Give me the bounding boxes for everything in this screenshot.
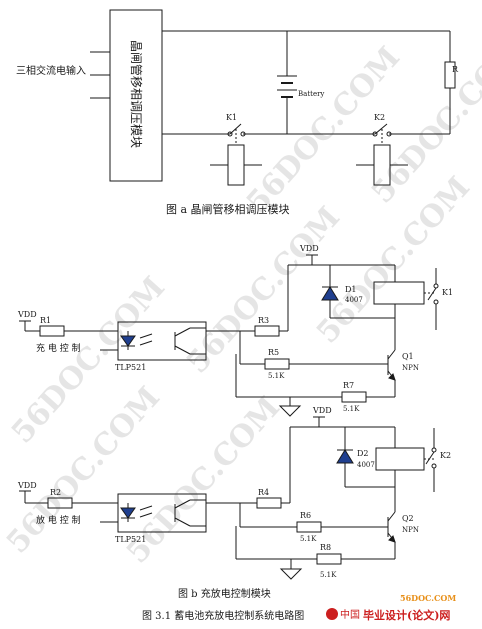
k2-relay-coil (375, 447, 425, 471)
opto2-led-symbol (120, 507, 136, 519)
k1-contact-right (240, 131, 246, 137)
r6-label: R6 (300, 511, 311, 520)
resistor-r6 (296, 521, 322, 533)
r3-label: R3 (258, 316, 269, 325)
k2-contact-right (386, 131, 392, 137)
vdd-top2-label: VDD (312, 406, 332, 415)
charge-circuit-labels: VDD R1 充 电 控 制 TLP521 R3 R5 5.1K R7 5.1K… (17, 244, 453, 413)
figure-caption: 图 3.1 蓄电池充放电控制系统电路图 (142, 609, 304, 622)
figure-a (90, 9, 456, 186)
q1-type: NPN (402, 364, 419, 372)
relay-k2-label: K2 (440, 451, 451, 460)
thyristor-module-box (109, 9, 163, 182)
resistor-r5 (264, 358, 290, 370)
k2-contact-bottom (431, 463, 437, 469)
k1-label: K1 (226, 113, 237, 122)
discharge-circuit (19, 416, 437, 580)
d2-label: D2 (357, 449, 369, 458)
r2-label: R2 (50, 488, 61, 497)
d2-model: 4007 (357, 461, 375, 469)
q2-type: NPN (402, 526, 419, 534)
opto1-label: TLP521 (115, 363, 146, 372)
charge-circuit (19, 254, 439, 417)
k2-label: K2 (374, 113, 385, 122)
r4-label: R4 (258, 488, 269, 497)
k2-blade (374, 123, 388, 135)
discharge-control-label: 放 电 控 制 (36, 514, 81, 526)
k2-contact-top (431, 447, 437, 453)
k2-contact-blade (425, 451, 435, 465)
opto2-arrow-2 (139, 512, 153, 518)
q2-collector (387, 511, 396, 522)
vdd1-label: VDD (17, 310, 37, 319)
opto1-led-symbol (120, 335, 136, 347)
opto2-pt-emitter (174, 517, 191, 527)
resistor-r8 (316, 553, 342, 565)
site-prefix: 中国 (340, 608, 360, 621)
k1-contact-top (433, 283, 439, 289)
k1-contact-left (227, 131, 233, 137)
vdd-top1-label: VDD (299, 244, 319, 253)
r5-label: R5 (268, 348, 279, 357)
site-name: 毕业设计(论文)网 (363, 608, 450, 622)
battery-label: Battery (298, 90, 324, 98)
opto1-pt-emitter (174, 345, 191, 355)
resistor-r-label: R (452, 65, 459, 74)
input-label: 三相交流电输入 (16, 64, 86, 77)
resistor-r4 (256, 497, 282, 509)
site-brand: 56DOC.COM 中国 毕业设计(论文)网 (326, 593, 456, 622)
k1-contact-bottom (433, 299, 439, 305)
site-url: 56DOC.COM (400, 593, 456, 603)
opto1-arrow-2 (139, 340, 153, 346)
opto2-pt-collector (174, 499, 191, 509)
q2-label: Q2 (402, 514, 414, 523)
q1-label: Q1 (402, 352, 414, 361)
opto2-label: TLP521 (115, 535, 146, 544)
r8-value: 5.1K (320, 571, 337, 579)
r7-value: 5.1K (343, 405, 360, 413)
optocoupler-2 (117, 493, 207, 533)
r6-value: 5.1K (300, 535, 317, 543)
opto2-arrow-1 (139, 505, 153, 511)
gnd2-symbol (279, 568, 303, 580)
r5-value: 5.1K (268, 372, 285, 380)
charge-control-label: 充 电 控 制 (36, 342, 81, 354)
caption-b: 图 b 充放电控制模块 (178, 587, 271, 600)
r1-label: R1 (40, 316, 51, 325)
module-label: 晶闸管移相调压模块 (129, 40, 144, 148)
resistor-r1 (39, 325, 65, 337)
optocoupler-1 (117, 321, 207, 361)
watermark-3: 56DOC.COM (180, 200, 347, 380)
diode-d1 (321, 286, 339, 301)
opto1-arrow-1 (139, 333, 153, 339)
discharge-circuit-labels: VDD R2 放 电 控 制 TLP521 R4 R6 5.1K R8 5.1K… (17, 406, 451, 579)
diode-d2 (336, 449, 354, 464)
resistor-r7 (341, 391, 367, 403)
gnd1-symbol (278, 405, 302, 417)
figure-a-labels: 晶闸管移相调压模块 三相交流电输入 Battery R K1 K2 图 a 晶闸… (16, 40, 459, 216)
relay-k1-label: K1 (442, 288, 453, 297)
r8-label: R8 (320, 543, 331, 552)
d1-label: D1 (345, 285, 357, 294)
q1-emitter-arrow (388, 373, 396, 381)
q1-collector (387, 349, 396, 360)
brand-logo-icon (326, 608, 338, 620)
k2-contact-left (372, 131, 378, 137)
vdd2-label: VDD (17, 481, 37, 490)
caption-a: 图 a 晶闸管移相调压模块 (166, 202, 290, 216)
r7-label: R7 (343, 381, 354, 390)
resistor-r3 (254, 325, 280, 337)
d1-model: 4007 (345, 296, 363, 304)
k1-contact-blade (427, 287, 437, 301)
opto1-pt-collector (174, 327, 191, 337)
watermarks: 56DOC.COM 56DOC.COM 56DOC.COM 56DOC.COM … (0, 30, 482, 570)
q2-emitter-arrow (388, 535, 396, 543)
k1-coil (227, 144, 245, 186)
